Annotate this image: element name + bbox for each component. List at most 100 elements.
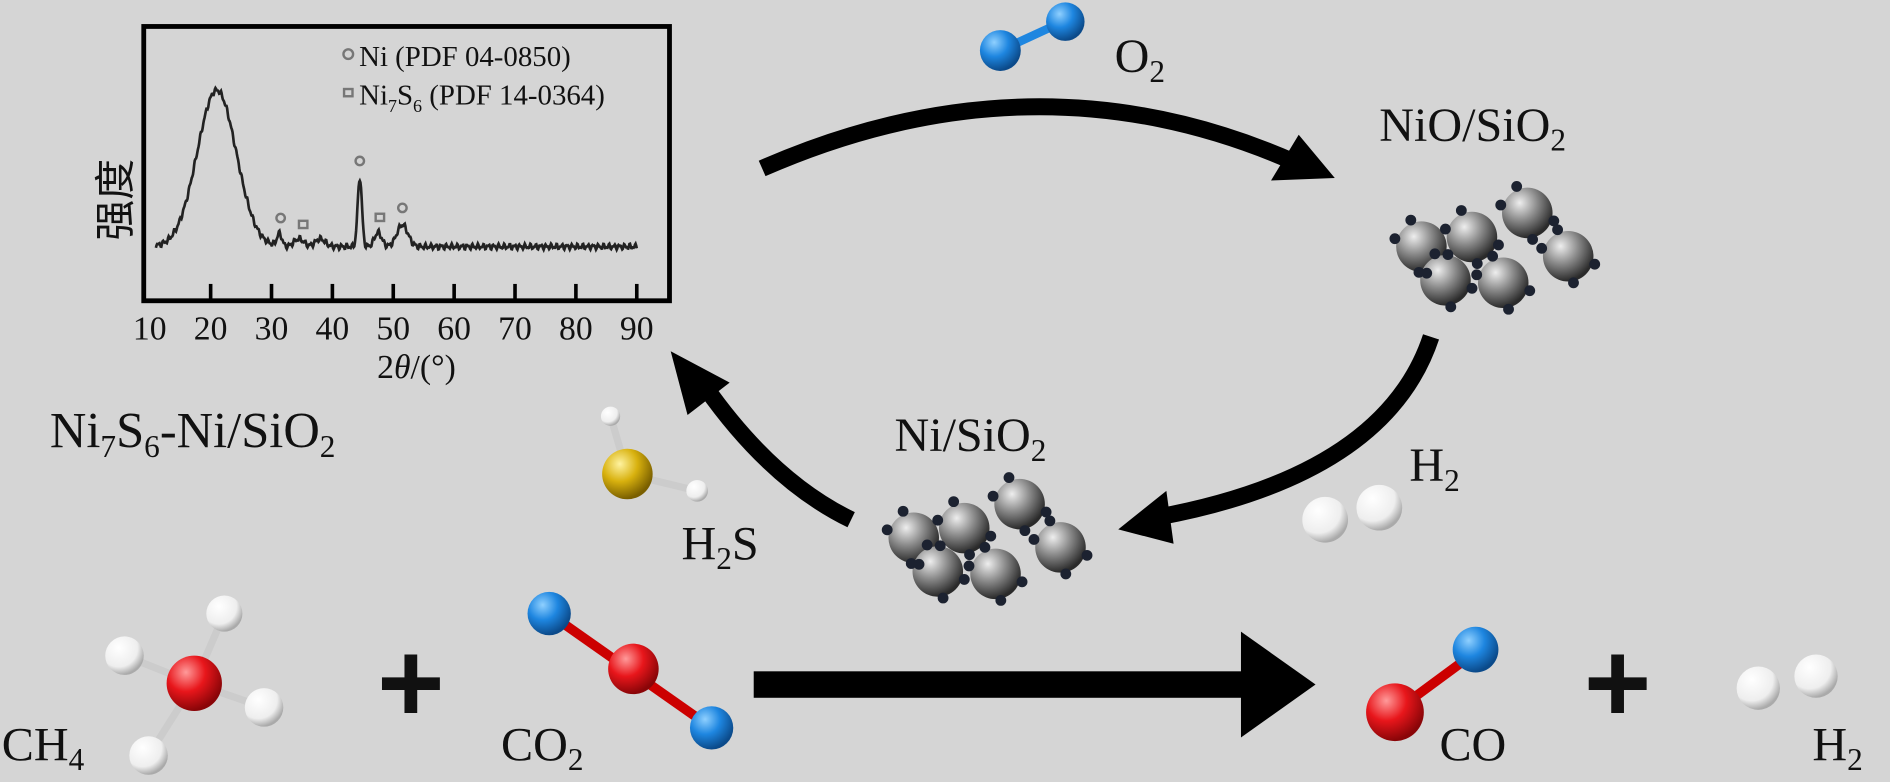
legend-ni: Ni (PDF 04-0850) <box>359 41 571 73</box>
ni-particle <box>970 548 1021 600</box>
h2-molecule <box>1302 484 1403 543</box>
support-dot <box>1413 266 1425 278</box>
support-dot <box>1552 224 1563 236</box>
ni-sio2-cluster <box>881 472 1093 606</box>
support-dot <box>1016 576 1028 588</box>
support-dot <box>964 549 975 561</box>
support-dot <box>1019 525 1031 537</box>
plus-sign: + <box>377 618 444 747</box>
x-tick-label: 40 <box>316 310 350 347</box>
support-dot <box>905 558 917 569</box>
support-dot <box>1081 549 1093 561</box>
support-dot <box>1445 301 1457 313</box>
nio-sio2-cluster <box>1389 181 1601 315</box>
ni-particle <box>1420 255 1471 306</box>
support-dot <box>1511 181 1523 192</box>
ni-particle <box>994 478 1045 530</box>
support-dot <box>1003 472 1015 483</box>
ni-particle <box>1477 257 1529 308</box>
ni-peak-marker <box>396 202 408 214</box>
support-dot <box>1466 282 1478 294</box>
co-label: CO <box>1439 718 1506 771</box>
ni7s6-peak-marker <box>374 212 386 223</box>
o2-label: O2 <box>1115 30 1165 89</box>
ni-particle <box>1446 211 1498 263</box>
ni-sio2-label: Ni/SiO2 <box>894 409 1046 468</box>
support-dot <box>1060 568 1072 580</box>
support-dot <box>985 530 997 542</box>
support-dot <box>1028 534 1040 545</box>
legend-ni7s6: Ni7S6 (PDF 14-0364) <box>359 80 605 116</box>
support-dot <box>932 514 944 526</box>
x-tick-label: 10 <box>133 310 167 347</box>
support-dot <box>1440 223 1451 235</box>
x-tick-label: 90 <box>620 310 654 347</box>
support-dot <box>1568 277 1579 289</box>
o2-molecule <box>979 2 1085 71</box>
support-dot <box>1589 258 1601 270</box>
support-dot <box>1503 303 1514 315</box>
support-dot <box>1471 258 1483 269</box>
ch4-molecule <box>105 595 284 775</box>
support-dot <box>1405 214 1417 226</box>
plus-sign: + <box>1584 618 1651 747</box>
h2s-molecule <box>600 406 708 502</box>
legend-circle-marker <box>342 48 355 61</box>
co-molecule <box>1366 626 1499 742</box>
h2-product-label: H2 <box>1812 718 1862 777</box>
support-dot <box>1044 515 1056 527</box>
ni7s6-peak-marker <box>297 219 309 230</box>
ni-particle <box>1035 522 1086 573</box>
support-dot <box>1493 239 1504 251</box>
x-tick-label: 30 <box>255 310 289 347</box>
legend-square-marker <box>342 87 354 98</box>
support-dot <box>921 539 933 551</box>
cycle-arrow-sulfidation <box>670 351 855 528</box>
support-dot <box>1487 250 1499 262</box>
support-dot <box>987 490 999 502</box>
support-dot <box>1471 269 1483 281</box>
h2-label: H2 <box>1409 439 1459 498</box>
ni-peak-marker <box>275 212 287 224</box>
support-dot <box>979 541 991 553</box>
x-tick-label: 70 <box>498 310 532 347</box>
catalyst-label: Ni7S6-Ni/SiO2 <box>50 403 336 465</box>
co2-label: CO2 <box>501 718 583 777</box>
reaction-arrow <box>753 631 1316 738</box>
ch4-label: CH4 <box>2 718 85 777</box>
x-tick-label: 20 <box>194 310 228 347</box>
cycle-arrow-oxidation <box>758 98 1335 181</box>
chart-frame <box>141 24 672 304</box>
h2s-label: H2S <box>682 517 759 576</box>
ni-particle <box>1502 187 1553 239</box>
xrd-inset-chart: Ni (PDF 04-0850) Ni7S6 (PDF 14-0364) 强度 … <box>91 24 672 386</box>
support-dot <box>1495 199 1507 211</box>
support-dot <box>1389 233 1401 245</box>
x-tick-label: 50 <box>376 310 410 347</box>
support-dot <box>995 594 1007 606</box>
support-dot <box>1524 285 1536 297</box>
support-dot <box>1442 249 1454 261</box>
support-dot <box>963 560 975 572</box>
support-dot <box>1527 234 1539 245</box>
support-dot <box>934 540 946 552</box>
x-axis-label: 2θ/(°) <box>377 349 456 386</box>
x-tick-label: 60 <box>437 310 471 347</box>
co2-molecule <box>527 591 734 750</box>
support-dot <box>1548 215 1560 227</box>
support-dot <box>897 505 909 517</box>
x-tick-label: 80 <box>559 310 593 347</box>
support-dot <box>1536 242 1548 254</box>
support-dot <box>1040 506 1052 518</box>
h2-molecule-product <box>1736 654 1838 710</box>
ni-particle <box>912 546 964 597</box>
xrd-trace <box>154 85 639 254</box>
support-dot <box>1455 205 1467 216</box>
support-dot <box>948 496 960 508</box>
y-axis-label: 强度 <box>91 159 139 241</box>
nio-sio2-label: NiO/SiO2 <box>1379 99 1566 158</box>
ni-particle <box>938 502 990 554</box>
ni-particle <box>1542 230 1594 282</box>
support-dot <box>958 574 970 585</box>
